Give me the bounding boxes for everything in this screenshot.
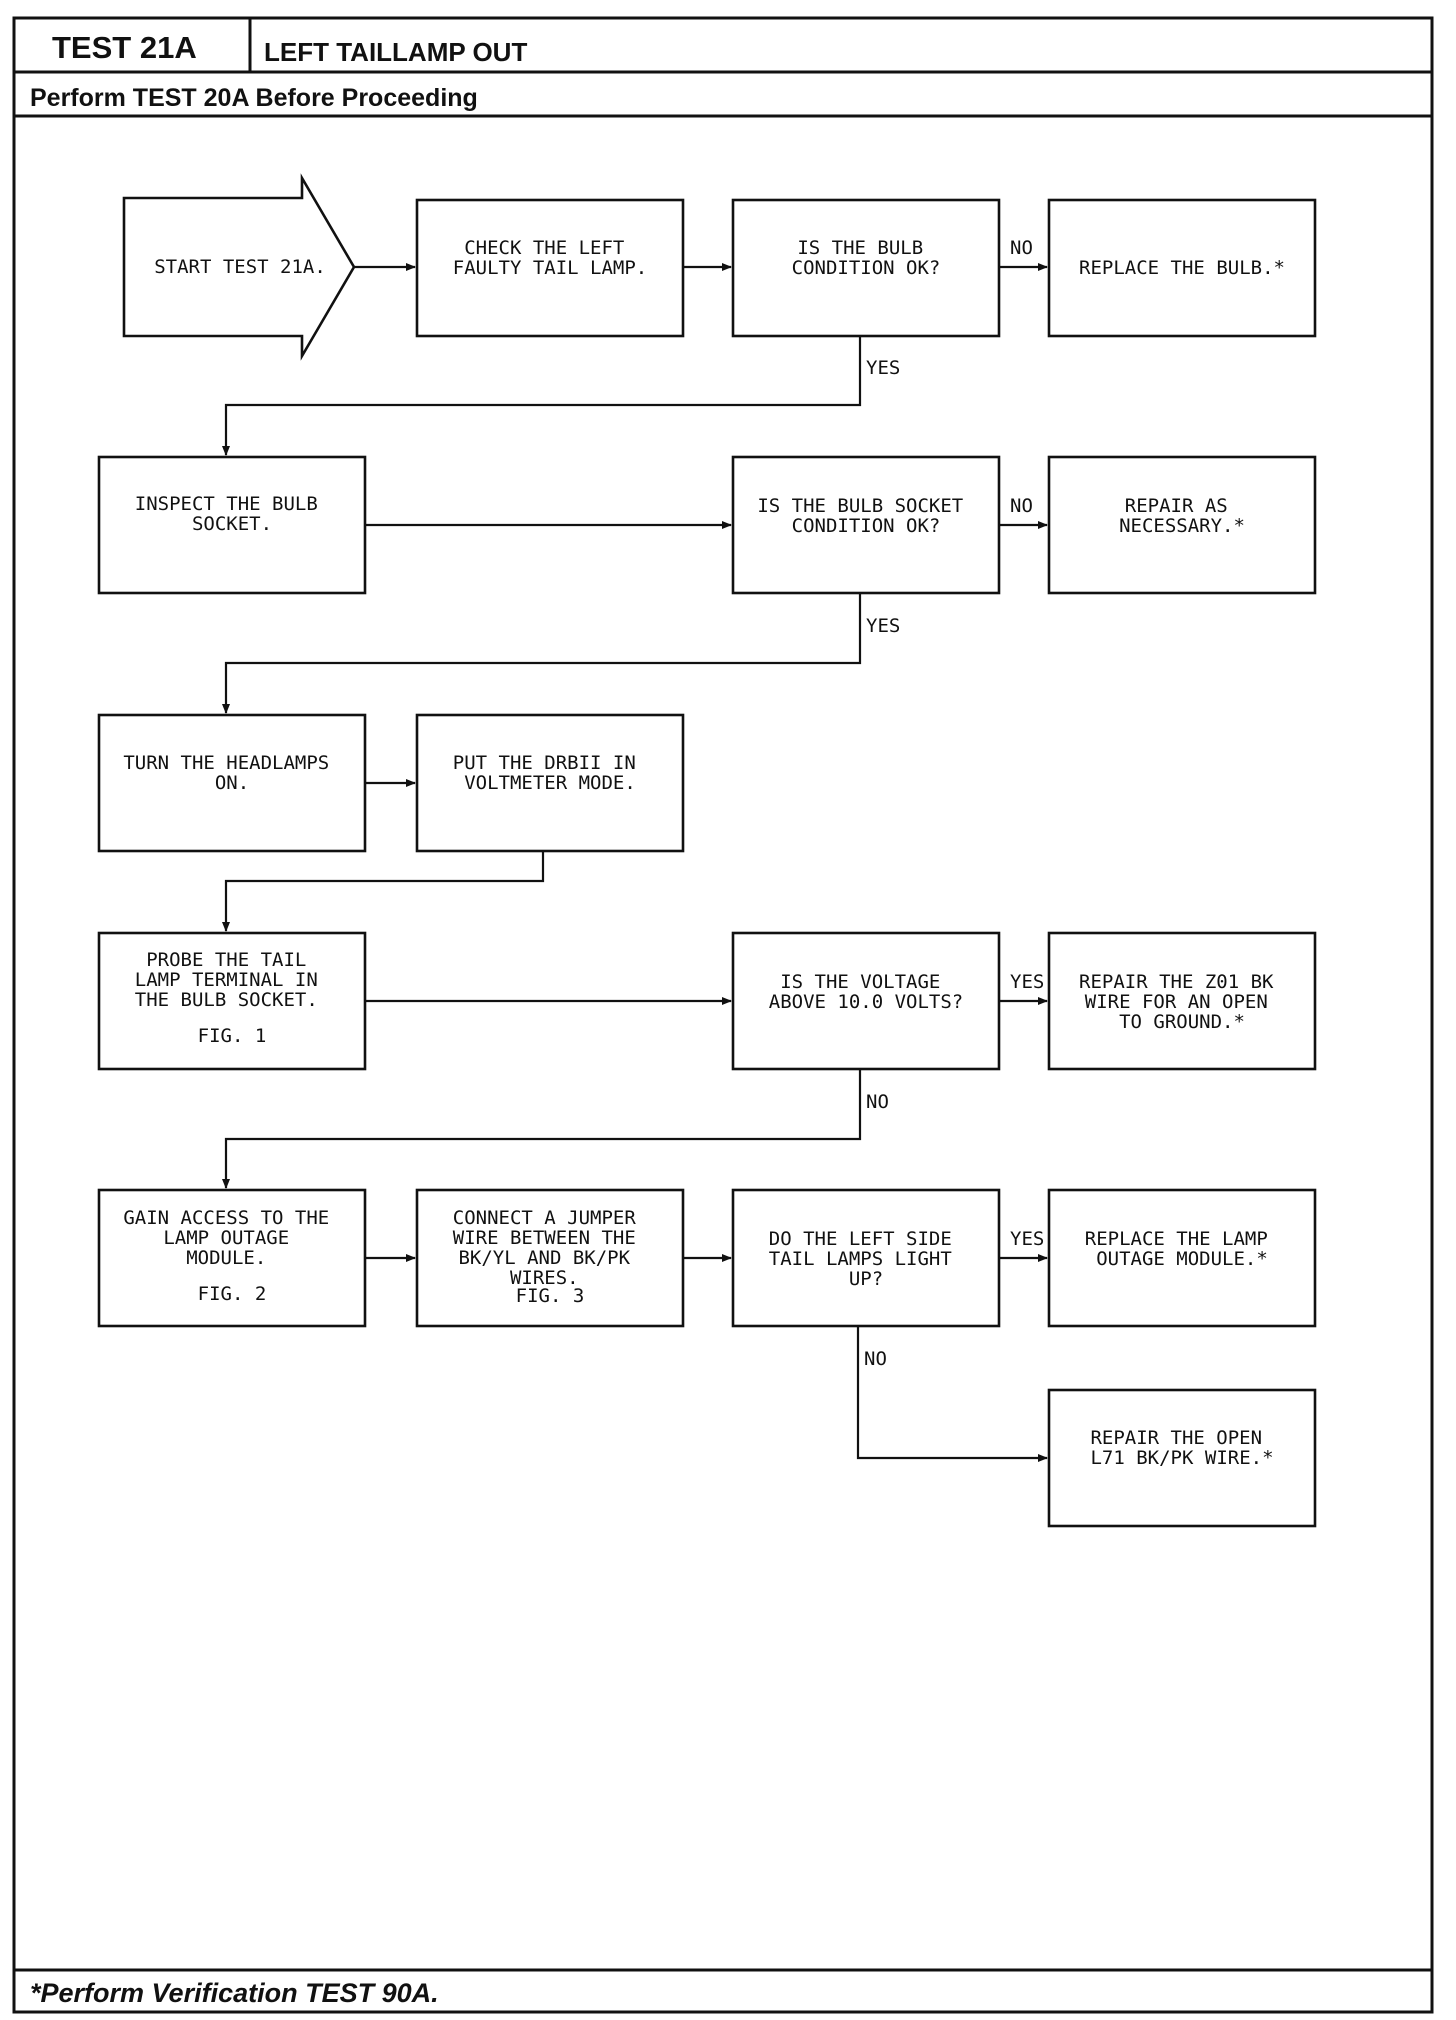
test-title: LEFT TAILLAMP OUT — [264, 37, 527, 67]
edge-light-no — [856, 1326, 1048, 1462]
edge-label-voltage-no: NO — [866, 1091, 889, 1113]
repair-l71-box — [1047, 1388, 1317, 1528]
voltage-question-text: IS THE VOLTAGE ABOVE 10.0 VOLTS? — [769, 971, 963, 1013]
gain-access-text: GAIN ACCESS TO THE LAMP OUTAGE MODULE. F… — [123, 1207, 340, 1305]
repair-z01-box — [1047, 931, 1317, 1071]
edge-label-voltage-yes: YES — [1010, 971, 1044, 993]
connect-jumper-box — [415, 1188, 685, 1328]
edge-label-bulb-no: NO — [1010, 237, 1033, 259]
edge-socket-yes — [222, 593, 862, 714]
page-frame — [12, 16, 1434, 2014]
gain-access-box — [97, 1188, 367, 1328]
check-left-text: CHECK THE LEFT FAULTY TAIL LAMP. — [453, 237, 647, 279]
replace-bulb-box — [1047, 198, 1317, 338]
edge-label-socket-yes: YES — [866, 615, 900, 637]
repair-l71-text: REPAIR THE OPEN L71 BK/PK WIRE.* — [1090, 1427, 1273, 1469]
edge-label-socket-no: NO — [1010, 495, 1033, 517]
bulb-condition-text: IS THE BULB CONDITION OK? — [792, 237, 941, 279]
headlamps-on-text: TURN THE HEADLAMPS ON. — [123, 752, 340, 794]
prerequisite-note: Perform TEST 20A Before Proceeding — [30, 84, 478, 112]
edge-bulb-yes — [222, 336, 862, 456]
edge-label-light-no: NO — [864, 1348, 887, 1370]
replace-module-box — [1047, 1188, 1317, 1328]
light-up-question-text: DO THE LEFT SIDE TAIL LAMPS LIGHT UP? — [769, 1228, 963, 1290]
probe-fig-ref: FIG. 1 — [198, 1025, 267, 1047]
connect-fig-ref: FIG. 3 — [516, 1285, 585, 1307]
light-up-decision — [731, 1188, 1001, 1328]
socket-condition-text: IS THE BULB SOCKET CONDITION OK? — [757, 495, 974, 537]
replace-module-text: REPLACE THE LAMP OUTAGE MODULE.* — [1085, 1228, 1279, 1270]
drbii-voltmeter-box — [415, 713, 685, 853]
test-id: TEST 21A — [52, 30, 197, 65]
edge-label-light-yes: YES — [1010, 1228, 1044, 1250]
repair-socket-box — [1047, 455, 1317, 595]
edge-label-bulb-yes: YES — [866, 357, 900, 379]
start-arrow-shape — [122, 173, 356, 361]
probe-terminal-box — [97, 931, 367, 1071]
headlamps-on-box — [97, 713, 367, 853]
verification-note: *Perform Verification TEST 90A. — [30, 1978, 439, 2008]
connect-jumper-text: CONNECT A JUMPER WIRE BETWEEN THE BK/YL … — [453, 1207, 647, 1307]
edge-voltage-no — [222, 1069, 862, 1189]
replace-bulb-text: REPLACE THE BULB.* — [1079, 257, 1285, 279]
repair-socket-text: REPAIR AS NECESSARY.* — [1119, 495, 1245, 537]
edge-drbii-to-probe — [222, 851, 545, 932]
drbii-voltmeter-text: PUT THE DRBII IN VOLTMETER MODE. — [453, 752, 647, 794]
probe-terminal-text: PROBE THE TAIL LAMP TERMINAL IN THE BULB… — [135, 949, 329, 1047]
inspect-socket-text: INSPECT THE BULB SOCKET. — [135, 493, 329, 535]
gain-fig-ref: FIG. 2 — [198, 1283, 267, 1305]
repair-z01-text: REPAIR THE Z01 BK WIRE FOR AN OPEN TO GR… — [1079, 971, 1285, 1033]
check-left-box — [415, 198, 685, 338]
bulb-condition-decision — [731, 198, 1001, 338]
start-text: START TEST 21A. — [154, 256, 326, 278]
